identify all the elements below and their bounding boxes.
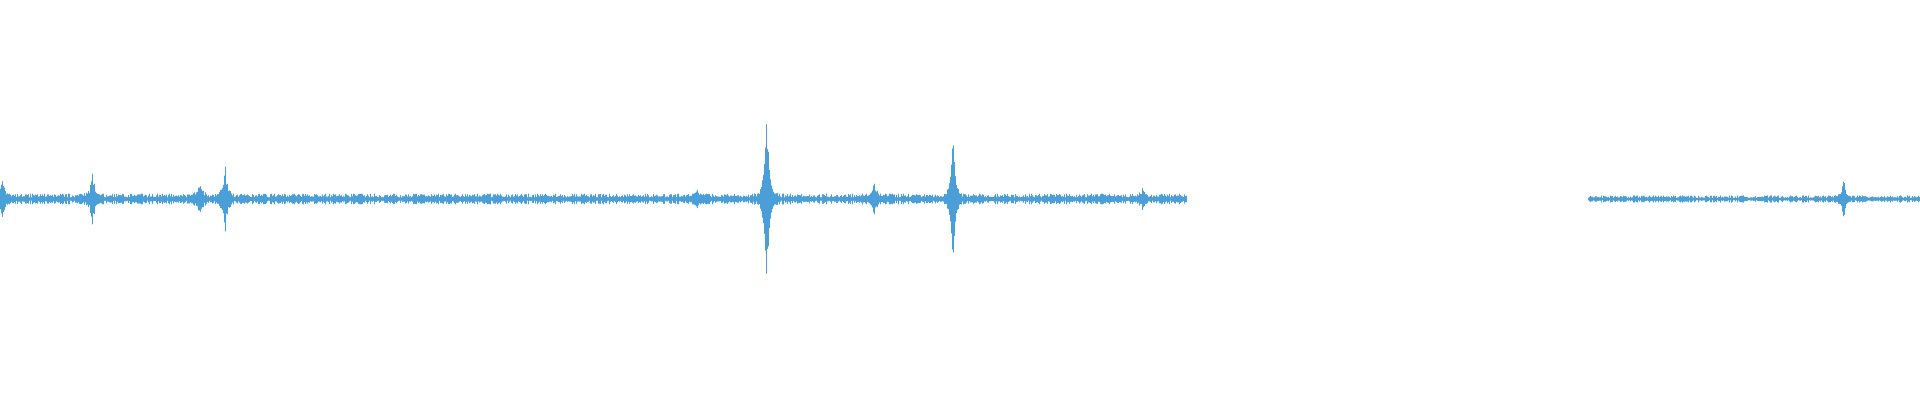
waveform-samples bbox=[0, 124, 1920, 274]
